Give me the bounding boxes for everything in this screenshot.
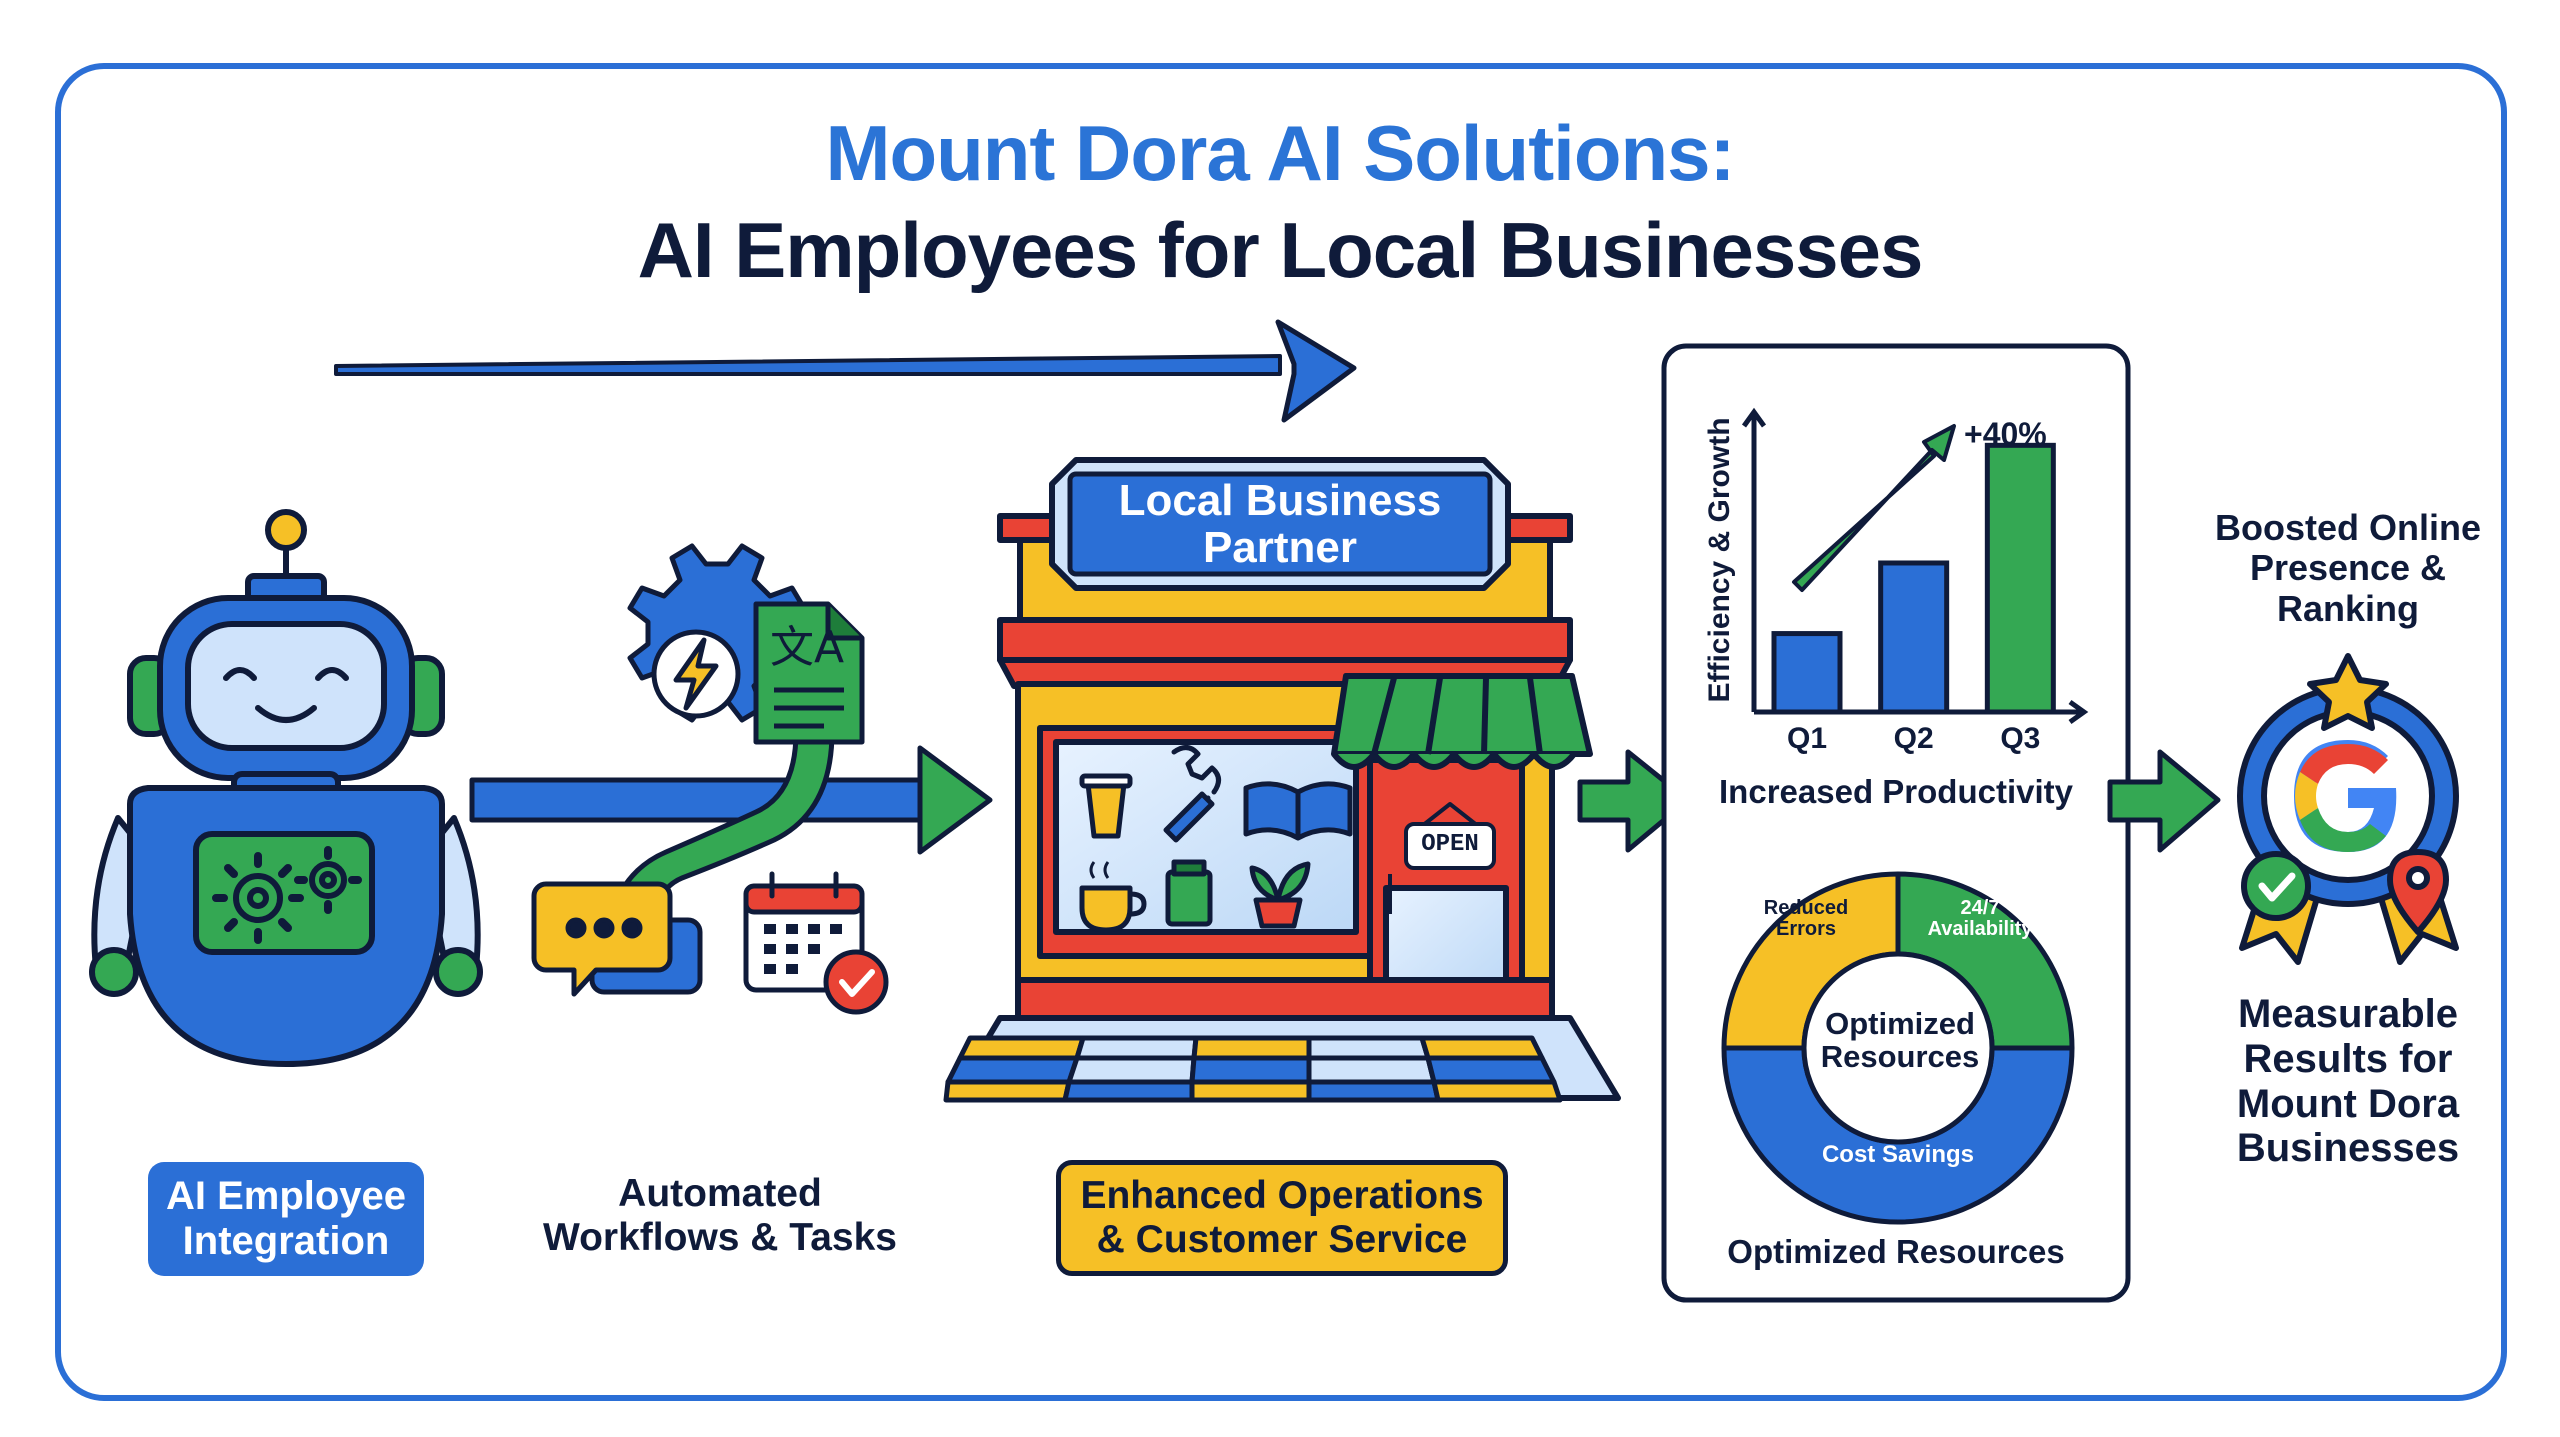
svg-text:文A: 文A [770,622,844,673]
online-presence-label: Boosted Online Presence & Ranking [2190,507,2506,629]
online-presence-line3: Ranking [2276,587,2419,629]
document-translate-icon: 文A [753,601,865,745]
ai-employee-line2: Integration [182,1219,390,1263]
bar-x-axis-arrowhead [2068,699,2089,725]
bag-icon [1165,859,1213,927]
donut-center-line1: Optimized [1825,1006,1975,1041]
workflows-label: Automated Workflows & Tasks [520,1172,920,1259]
bar-label-q3: Q3 [2000,722,2041,755]
sign-line1: Local Business [1118,476,1442,525]
results-to-badge-arrow [2107,749,2221,853]
bar-q2 [1878,560,1950,715]
bar-q3 [1984,442,2056,715]
donut-center-label: Optimized Resources [1800,1006,2000,1074]
growth-trend-arrow [1792,424,1956,592]
measurable-results-line1: Measurable [2237,992,2459,1036]
workflows-line1: Automated [618,1172,822,1215]
donut-center [1801,951,1995,1145]
bar-q1 [1771,631,1843,715]
plant-icon [1249,861,1311,929]
business-sign-text: Local Business Partner [1070,476,1490,572]
hot-coffee-icon [1079,861,1147,933]
wrench-icon [1163,745,1221,843]
productivity-caption: Increased Productivity [1719,773,2073,810]
growth-label: +40% [1964,416,2047,452]
ai-employee-line1: AI Employee [165,1174,407,1219]
bar-y-axis-arrowhead [1741,407,1767,428]
top-flow-arrow [334,319,1357,423]
operations-line1: Enhanced Operations [1080,1174,1484,1218]
resources-donut-chart [1721,871,2075,1225]
operations-label: Enhanced Operations & Customer Service [1056,1160,1508,1276]
donut-slice-label-3: Cost Savings [1821,1141,1975,1168]
donut-slice-label-1: Reduced Errors [1763,897,1849,940]
measurable-results-line4: Businesses [2236,1126,2460,1171]
bar-label-q2: Q2 [1893,722,1934,755]
resources-caption: Optimized Resources [1727,1233,2065,1270]
page-title: Mount Dora AI Solutions: [825,109,1736,197]
online-presence-line2: Presence & [2249,547,2447,589]
donut-center-line2: Resources [1820,1038,1980,1074]
operations-line2: & Customer Service [1096,1218,1468,1261]
productivity-y-axis-label: Efficiency & Growth [1703,417,1736,703]
measurable-results-line3: Mount Dora [2236,1081,2460,1126]
chat-bubbles-icon [531,881,703,997]
robot-icon [89,509,483,1067]
outer-frame [55,63,2507,1401]
measurable-results-line2: Results for [2243,1036,2453,1081]
bar-label-q1: Q1 [1786,722,1828,755]
open-sign-text: OPEN [1421,831,1479,858]
store-to-results-arrow [1577,749,1691,853]
calendar-check-icon [743,871,889,1015]
workflows-line2: Workflows & Tasks [543,1215,897,1259]
donut-slice-label-2: 24/7 Availability [1927,897,2033,940]
business-sign [1049,457,1511,591]
measurable-results-label: Measurable Results for Mount Dora Busine… [2190,992,2506,1171]
sign-line2: Partner [1202,522,1358,572]
online-presence-line1: Boosted Online [2214,507,2481,548]
productivity-bar-chart [1741,407,2089,725]
google-badge-icon [2237,653,2459,965]
page-subtitle: AI Employees for Local Businesses [637,206,1924,294]
book-icon [1243,781,1353,841]
coffee-cup-icon [1079,773,1133,839]
ai-employee-label: AI Employee Integration [148,1162,424,1276]
